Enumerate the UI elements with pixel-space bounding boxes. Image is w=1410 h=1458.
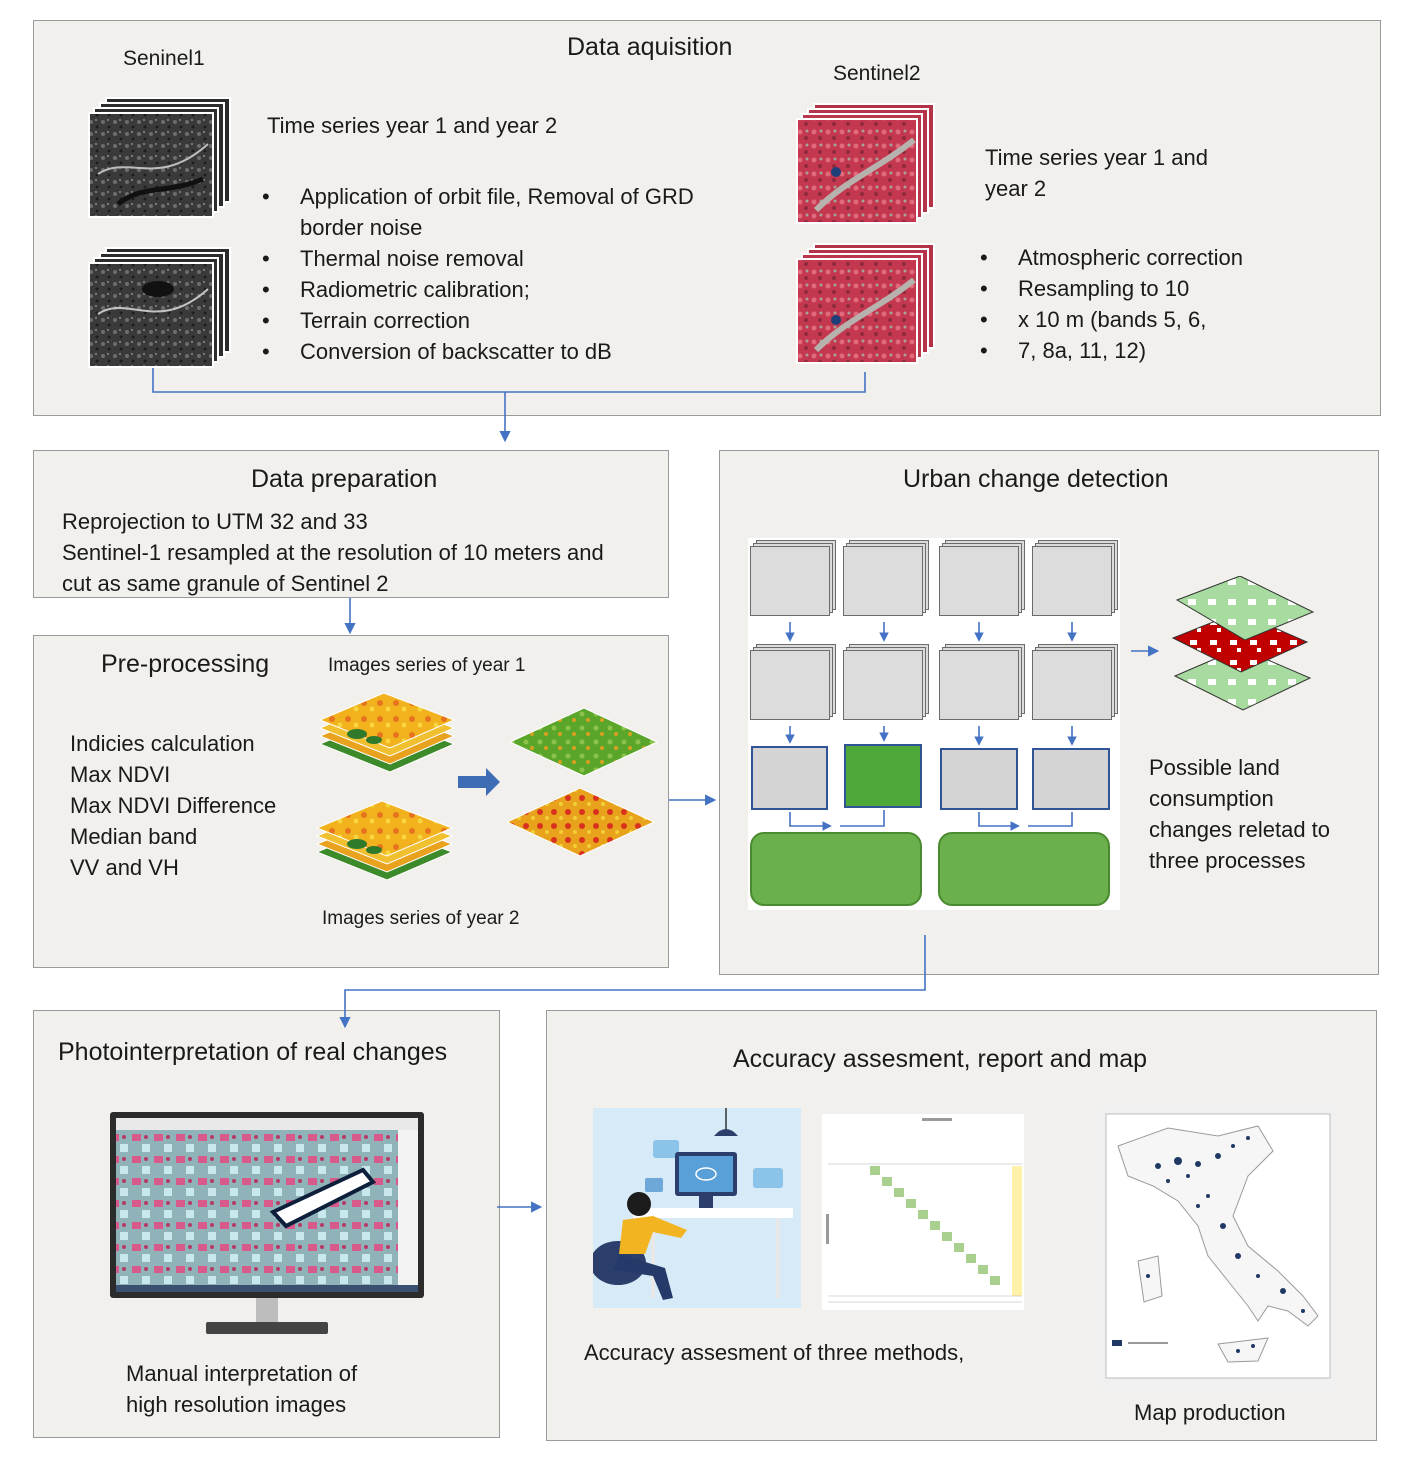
preparation-title: Data preparation	[251, 465, 438, 493]
urban-result-line: changes reletad to	[1149, 817, 1331, 842]
accuracy-caption: Accuracy assesment of three methods,	[584, 1340, 965, 1365]
analyst-illustration	[593, 1108, 801, 1308]
accuracy-title: Accuracy assesment, report and map	[733, 1045, 1148, 1073]
monitor-icon	[110, 1112, 424, 1334]
s1-step: Thermal noise removal	[262, 243, 694, 274]
threshold-box	[938, 832, 1110, 906]
s2-step: 7, 8a, 11, 12)	[980, 335, 1243, 366]
map-caption: Map production	[1134, 1400, 1286, 1425]
year1-stack	[318, 692, 456, 773]
urban-result-line: consumption	[1149, 786, 1274, 811]
flow-box	[940, 748, 1018, 810]
series-year2-label: Images series of year 2	[322, 908, 520, 929]
s2-step: Atmospheric correction	[980, 242, 1243, 273]
italy-map	[1098, 1106, 1338, 1390]
s2-step: Resampling to 10	[980, 273, 1243, 304]
urban-to-photo-arrow	[339, 935, 926, 1029]
acquisition-title: Data aquisition	[567, 33, 733, 61]
sentinel2-image-stack-year1	[796, 103, 935, 224]
max-ndvi-layer	[508, 707, 659, 777]
matrix-diagonal	[870, 1166, 1000, 1285]
sentinel1-image-stack-year2	[88, 247, 231, 368]
acquisition-merge-line	[152, 364, 866, 393]
urban-title: Urban change detection	[903, 465, 1169, 493]
s1-processing-list: Application of orbit file, Removal of GR…	[262, 181, 694, 367]
flow-box	[844, 744, 922, 808]
data-preparation-panel	[33, 450, 669, 598]
s1-step: Radiometric calibration;	[262, 274, 694, 305]
ndvi-difference-box	[750, 832, 922, 906]
sentinel1-image-stack-year1	[88, 97, 231, 218]
preprocessing-item: Max NDVI	[70, 762, 171, 787]
preprocessing-item: VV and VH	[70, 855, 179, 880]
preparation-line: Sentinel-1 resampled at the resolution o…	[62, 540, 604, 565]
photo-title: Photointerpretation of real changes	[58, 1038, 448, 1066]
s1-step: Application of orbit file, Removal of GR…	[262, 181, 694, 243]
series-year1-label: Images series of year 1	[328, 655, 526, 676]
preparation-line: cut as same granule of Sentinel 2	[62, 571, 389, 596]
preprocessing-item: Median band	[70, 824, 198, 849]
sentinel2-label: Sentinel2	[833, 62, 921, 85]
s1-step: Conversion of backscatter to dB	[262, 336, 694, 367]
s2-processing-list: Atmospheric correction Resampling to 10 …	[980, 242, 1243, 366]
sentinel1-label: Seninel1	[123, 47, 205, 70]
preprocessing-title: Pre-processing	[101, 650, 270, 678]
preprocessing-item: Indicies calculation	[70, 731, 255, 756]
process-arrow	[458, 768, 500, 796]
ndvi-difference-layer	[505, 787, 656, 857]
urban-result-line: three processes	[1149, 848, 1306, 873]
ndvi-layer-illustration	[315, 692, 659, 881]
s2-step: x 10 m (bands 5, 6,	[980, 304, 1243, 335]
sentinel2-image-stack-year2	[796, 243, 935, 364]
urban-result-line: Possible land	[1149, 755, 1280, 780]
change-map-layers	[1171, 576, 1315, 711]
year2-stack	[315, 800, 454, 881]
s1-step: Terrain correction	[262, 305, 694, 336]
s2-heading-line2: year 2	[985, 176, 1047, 201]
land-consumption-dots	[1146, 1136, 1305, 1353]
flow-box	[751, 746, 828, 810]
s1-heading: Time series year 1 and year 2	[267, 113, 558, 138]
preprocessing-item: Max NDVI Difference	[70, 793, 277, 818]
photo-caption-line: Manual interpretation of	[126, 1361, 358, 1386]
photo-caption-line: high resolution images	[126, 1392, 347, 1417]
confusion-matrix-table	[822, 1114, 1024, 1310]
preparation-line: Reprojection to UTM 32 and 33	[62, 509, 368, 534]
s2-heading-line1: Time series year 1 and	[985, 145, 1208, 170]
flow-box	[1032, 748, 1110, 810]
